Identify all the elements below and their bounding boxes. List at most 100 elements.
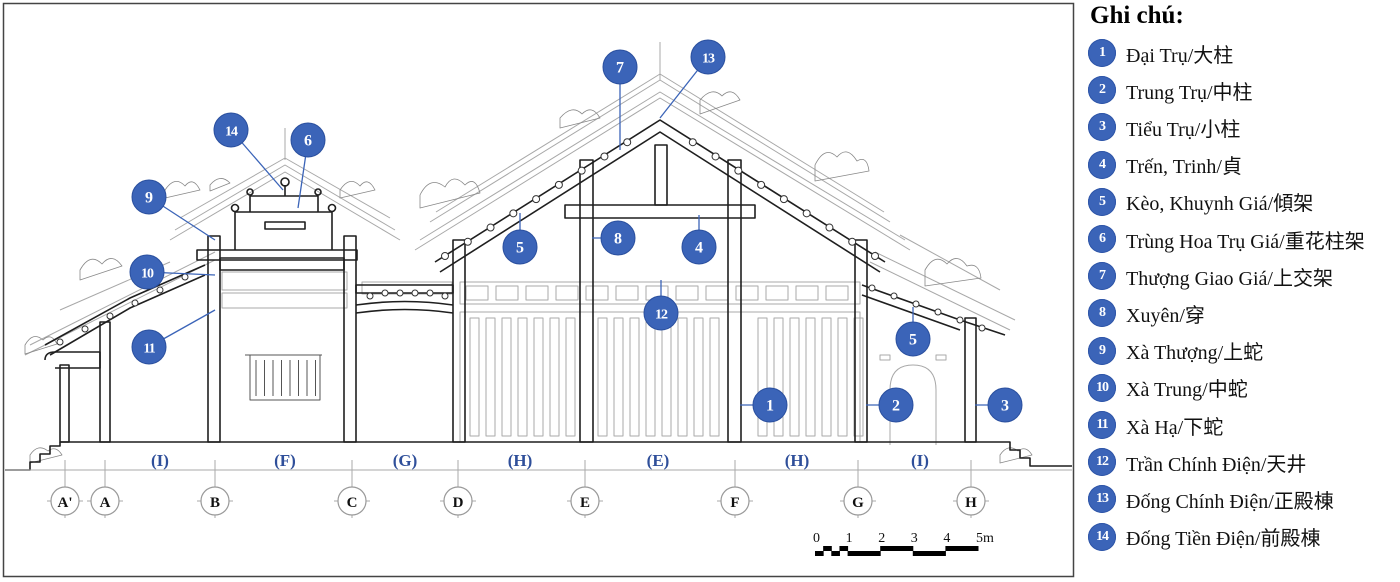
legend-label: Xà Thượng/上蛇 — [1126, 342, 1264, 365]
bay-label: (H) — [508, 451, 533, 470]
callout-number: 9 — [145, 190, 153, 207]
legend-badge: 1 — [1088, 39, 1116, 67]
callout-badge — [129, 254, 165, 290]
legend-badge: 9 — [1088, 336, 1116, 365]
scale-label: 0 — [813, 531, 820, 546]
legend-label: Tiểu Trụ/小柱 — [1126, 118, 1241, 141]
legend-item: 14 Đống Tiền Điện/前殿棟 — [1088, 522, 1320, 552]
callout-badge — [131, 329, 167, 365]
legend-label: Thượng Giao Giá/上交架 — [1126, 267, 1333, 290]
axis-marker: C — [334, 460, 370, 518]
axis-marker: A' — [47, 460, 83, 518]
scale-label: 3 — [911, 531, 918, 546]
legend-label: Trùng Hoa Trụ Giá/重花柱架 — [1126, 230, 1365, 253]
legend-badge: 11 — [1088, 411, 1116, 439]
axis-label: E — [580, 495, 590, 511]
legend-badge: 14 — [1088, 522, 1116, 551]
callout-9: 9 — [131, 179, 216, 241]
legend-badge: 8 — [1088, 299, 1116, 328]
callout-badge — [681, 229, 717, 265]
callout-3: 3 — [975, 387, 1023, 423]
callout-5: 5 — [502, 213, 538, 265]
scale-label: 1 — [846, 531, 853, 546]
callout-number: 12 — [655, 308, 668, 323]
callout-11: 11 — [131, 309, 216, 365]
scale-segment — [945, 546, 979, 551]
callout-number: 5 — [909, 332, 917, 349]
legend-item: 8 Xuyên/穿 — [1088, 298, 1205, 328]
scale-segment — [815, 551, 824, 556]
axis-marker: H — [953, 460, 989, 518]
callout-number: 14 — [225, 125, 238, 140]
callout-4: 4 — [681, 215, 717, 265]
callout-5: 5 — [895, 307, 931, 357]
callout-1: 1 — [740, 387, 788, 423]
legend-label: Xuyên/穿 — [1126, 304, 1205, 327]
callout-badge — [502, 229, 538, 265]
axis-label: C — [347, 495, 358, 511]
legend-label: Xà Hạ/下蛇 — [1126, 416, 1224, 439]
callout-badge — [600, 220, 636, 256]
scale-segment — [823, 546, 832, 551]
callout-number: 10 — [141, 267, 154, 282]
window-lattice — [245, 354, 322, 401]
bay-label: (I) — [911, 451, 929, 470]
scale-segment — [831, 551, 840, 556]
bay-labels: (I)(F)(G)(H)(E)(H)(I) — [151, 451, 929, 470]
axis-marker: E — [567, 460, 603, 518]
legend-badge: 3 — [1088, 113, 1116, 142]
axis-label: A' — [58, 495, 73, 511]
axis-label: H — [965, 495, 977, 511]
building-elevation — [5, 42, 1072, 471]
callout-2: 2 — [866, 387, 914, 423]
callout-12: 12 — [643, 280, 679, 331]
legend-label: Trung Trụ/中柱 — [1126, 81, 1253, 104]
axis-label: A — [100, 495, 111, 511]
legend-label: Đống Tiền Điện/前殿棟 — [1126, 528, 1321, 551]
legend-title: Ghi chú: — [1090, 2, 1184, 29]
callout-badge — [752, 387, 788, 423]
legend-label: Đại Trụ/大柱 — [1126, 44, 1234, 67]
legend-item: 13 Đống Chính Điện/正殿棟 — [1088, 484, 1334, 514]
scale-segment — [847, 551, 881, 556]
legend-badge: 12 — [1088, 448, 1116, 477]
legend-label: Đống Chính Điện/正殿棟 — [1126, 490, 1334, 513]
callout-badge — [878, 387, 914, 423]
callout-badge — [290, 122, 326, 158]
legend-label: Xà Trung/中蛇 — [1126, 379, 1248, 402]
scale-segment — [912, 551, 946, 556]
legend-item: 5 Kèo, Khuynh Giá/傾架 — [1088, 187, 1313, 217]
scale-segment — [880, 546, 914, 551]
drawing-frame — [2, 2, 1075, 578]
axis-label: G — [852, 495, 864, 511]
legend-badge: 5 — [1088, 187, 1116, 216]
callout-number: 11 — [143, 342, 155, 357]
bay-label: (F) — [274, 451, 296, 470]
callout-10: 10 — [129, 254, 216, 290]
callout-badge — [602, 49, 638, 85]
scale-label: 5m — [976, 531, 994, 546]
callout-badge — [131, 179, 167, 215]
axis-marker: F — [717, 460, 753, 518]
callout-13: 13 — [659, 39, 726, 119]
callout-number: 7 — [616, 60, 624, 77]
callout-8: 8 — [592, 220, 636, 256]
legend-badge: 13 — [1088, 485, 1116, 514]
callout-6: 6 — [290, 122, 326, 209]
legend-item: 11 Xà Hạ/下蛇 — [1088, 410, 1223, 440]
axis-label: F — [730, 495, 739, 511]
bay-label: (H) — [785, 451, 810, 470]
bay-label: (G) — [393, 451, 418, 470]
legend-badge: 4 — [1088, 150, 1116, 179]
legend-label: Kèo, Khuynh Giá/傾架 — [1126, 193, 1314, 216]
callout-number: 2 — [892, 398, 900, 415]
